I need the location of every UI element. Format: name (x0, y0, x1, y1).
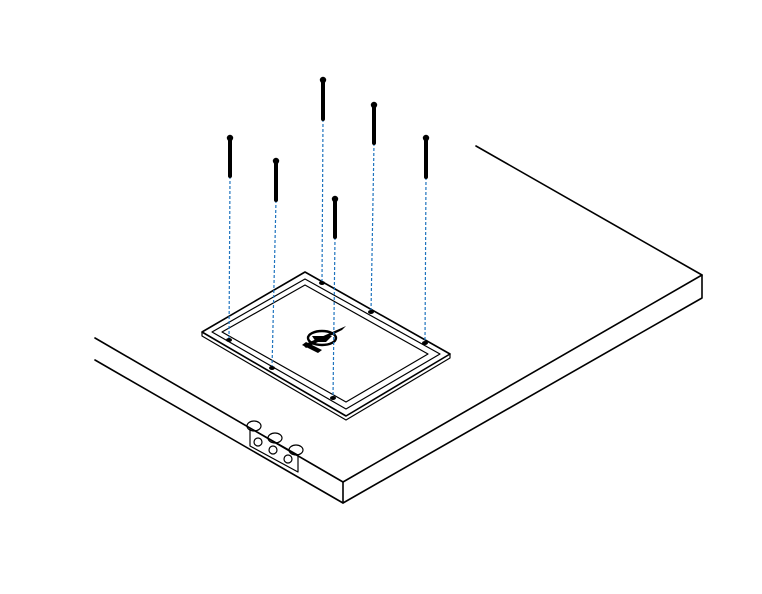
guide-line-1 (228, 175, 231, 341)
screw-head-2 (272, 157, 280, 165)
hinge-icon (246, 420, 304, 473)
plate-thickness (201, 332, 451, 421)
guide-line-3 (321, 118, 324, 284)
emblem-icon (302, 326, 346, 353)
guide-lines (226, 118, 428, 400)
screw-hole-4 (368, 310, 374, 314)
panel-outline (94, 145, 703, 504)
screw-head-5 (422, 134, 430, 142)
screw-head-6 (331, 195, 339, 203)
screw-hole-5 (422, 341, 428, 345)
screw-hole-6 (330, 396, 336, 400)
screw-hole-3 (319, 281, 325, 285)
screw-head-3 (319, 76, 327, 84)
guide-line-6 (332, 236, 336, 399)
guide-line-2 (271, 199, 277, 369)
guide-line-4 (370, 142, 375, 313)
panel-board (94, 145, 703, 504)
screws (226, 76, 430, 239)
mounting-plate (201, 271, 451, 421)
plate-inner (221, 284, 429, 403)
screw-head-1 (226, 134, 234, 142)
screw-hole-1 (226, 338, 232, 342)
guide-line-5 (424, 176, 427, 344)
screw-head-4 (370, 101, 378, 109)
screw-hole-2 (269, 366, 275, 370)
